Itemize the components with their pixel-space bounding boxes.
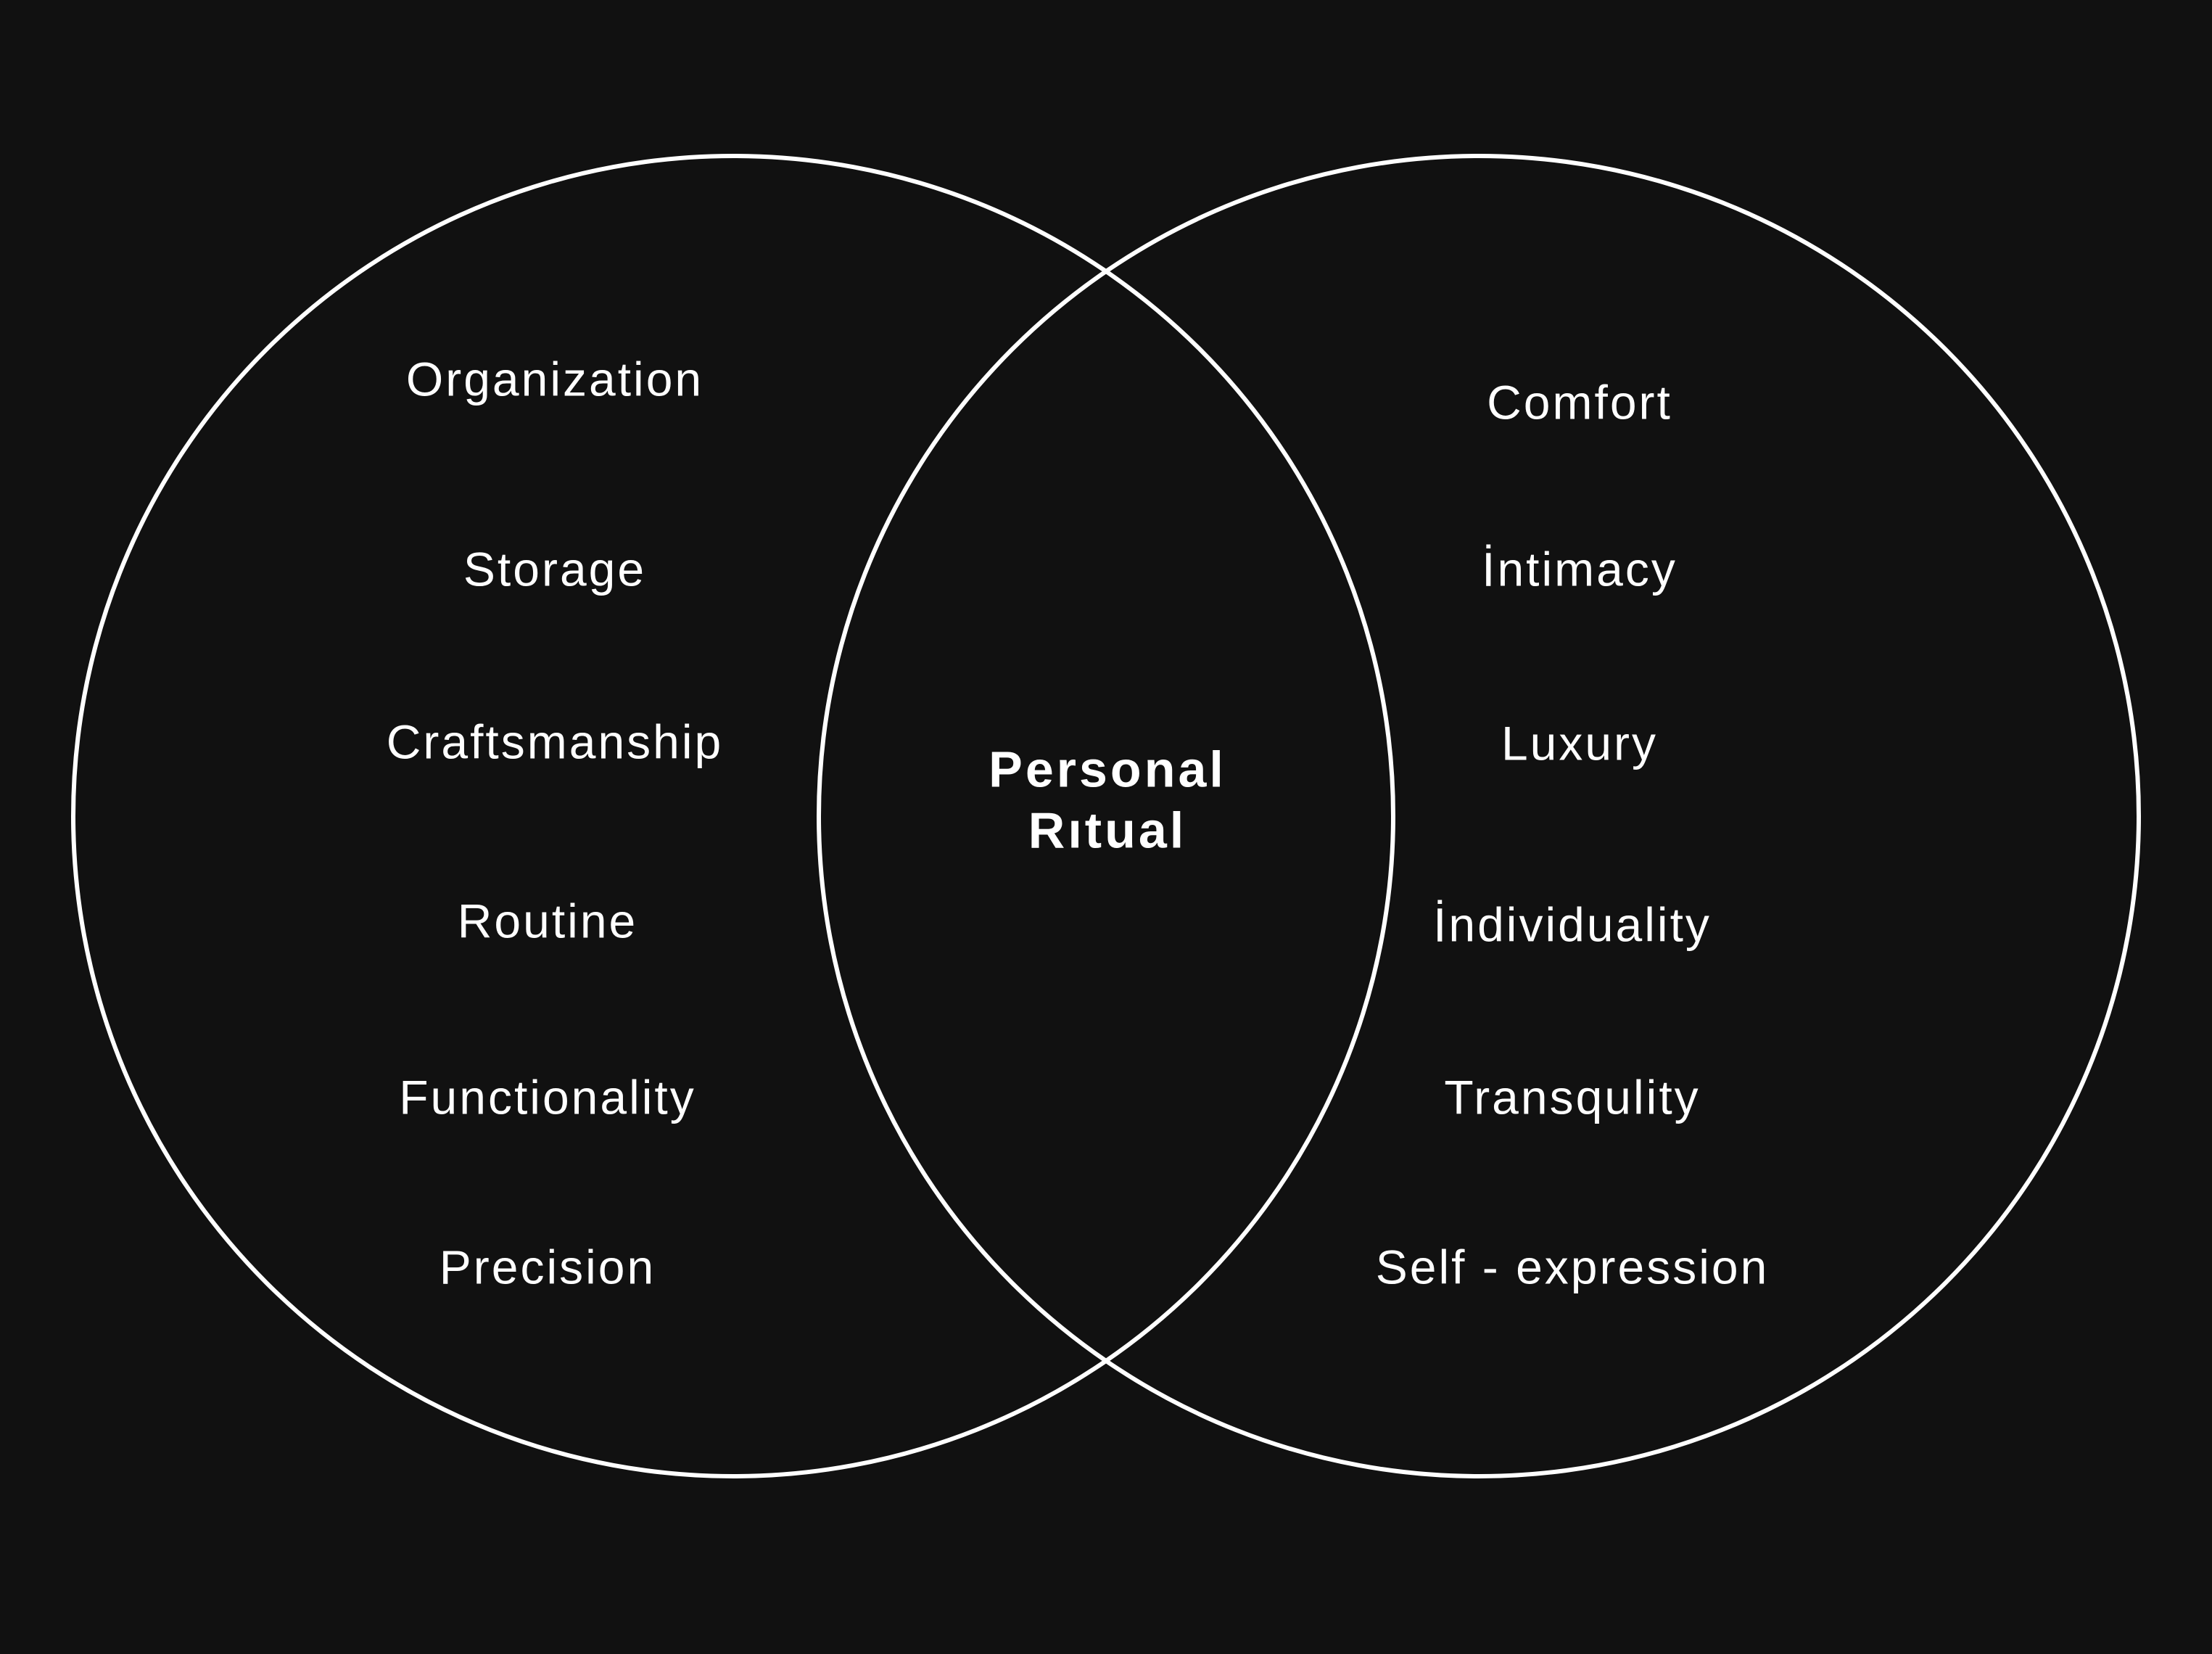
left-item-label: Organization (406, 352, 703, 406)
left-item-label: Storage (463, 542, 646, 596)
right-item-label: Self - expression (1376, 1240, 1770, 1293)
left-item-label: Functionality (399, 1070, 696, 1124)
right-item-label: İntimacy (1482, 542, 1677, 596)
left-item-label: Craftsmanship (387, 715, 724, 768)
left-circle (71, 154, 1395, 1478)
left-set-labels: Organization Storage Craftsmanship Routi… (387, 352, 724, 1293)
right-item-label: Transqulity (1444, 1070, 1700, 1124)
intersection-label: Personal Rıtual (989, 741, 1226, 858)
right-circle (817, 154, 2141, 1478)
right-item-label: Comfort (1487, 375, 1672, 429)
right-set-labels: Comfort İntimacy Luxury İndividuality Tr… (1376, 375, 1770, 1293)
right-item-label: Luxury (1501, 716, 1658, 770)
left-item-label: Precision (439, 1240, 656, 1293)
left-item-label: Routine (458, 894, 638, 947)
intersection-label-line: Personal (989, 741, 1226, 797)
right-item-label: İndividuality (1433, 897, 1712, 951)
intersection-label-line: Rıtual (1028, 802, 1187, 858)
